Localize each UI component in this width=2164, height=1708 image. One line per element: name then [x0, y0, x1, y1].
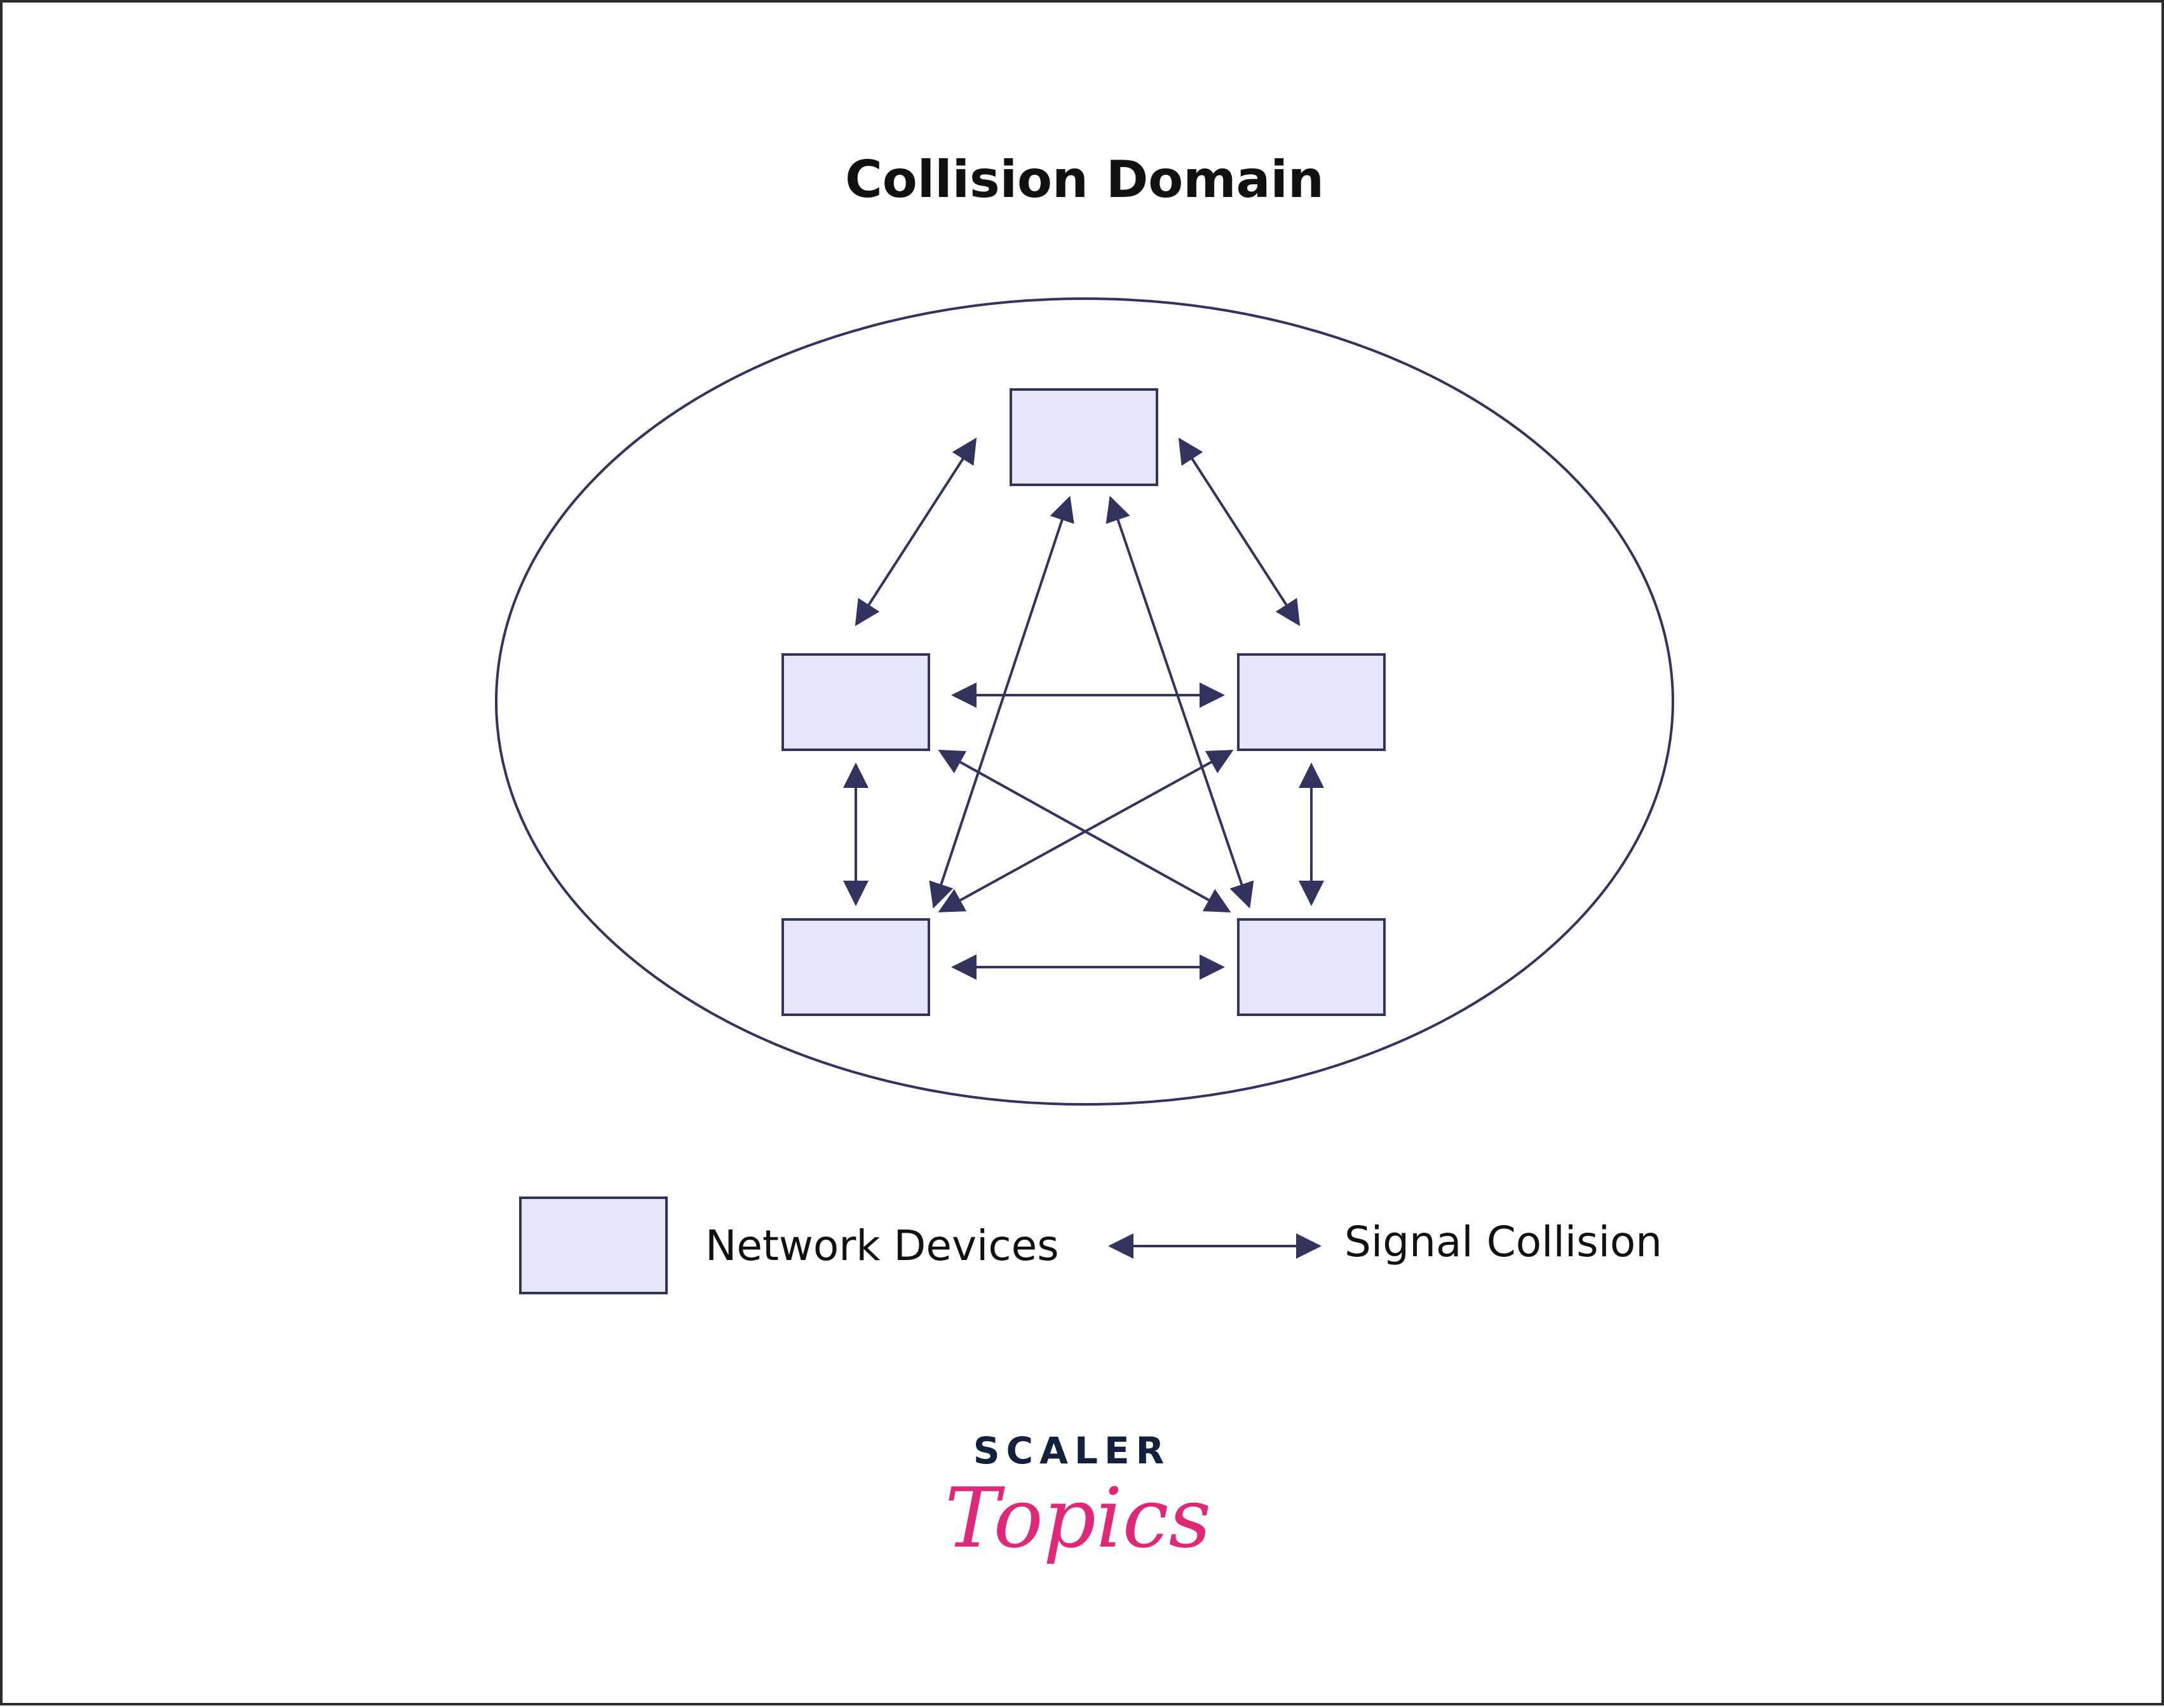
collision-arrow-middle-right-to-bottom-left [938, 750, 1234, 912]
collision-domain-boundary [495, 297, 1674, 1106]
legend-collision-label: Signal Collision [1344, 1217, 1663, 1266]
logo-bottom-text: Topics [945, 1470, 1212, 1566]
collision-arrow-top-to-middle-right [1178, 437, 1301, 627]
logo-top-text: SCALER [973, 1429, 1171, 1472]
collision-arrow-top-to-bottom-right [1106, 496, 1254, 909]
device-bottom-right [1237, 918, 1386, 1016]
legend-devices-label: Network Devices [705, 1221, 1059, 1270]
legend-device-icon [519, 1196, 668, 1294]
diagram-title: Collision Domain [845, 150, 1324, 209]
device-middle-left [781, 653, 930, 751]
device-bottom-left [781, 918, 930, 1016]
device-middle-right [1237, 653, 1386, 751]
collision-arrow-top-to-bottom-left [929, 496, 1074, 909]
collision-arrow-top-to-middle-left [855, 437, 977, 627]
device-top [1010, 388, 1158, 486]
scaler-topics-logo: SCALER Topics [945, 1429, 1212, 1597]
collision-domain-diagram [495, 297, 1674, 1294]
